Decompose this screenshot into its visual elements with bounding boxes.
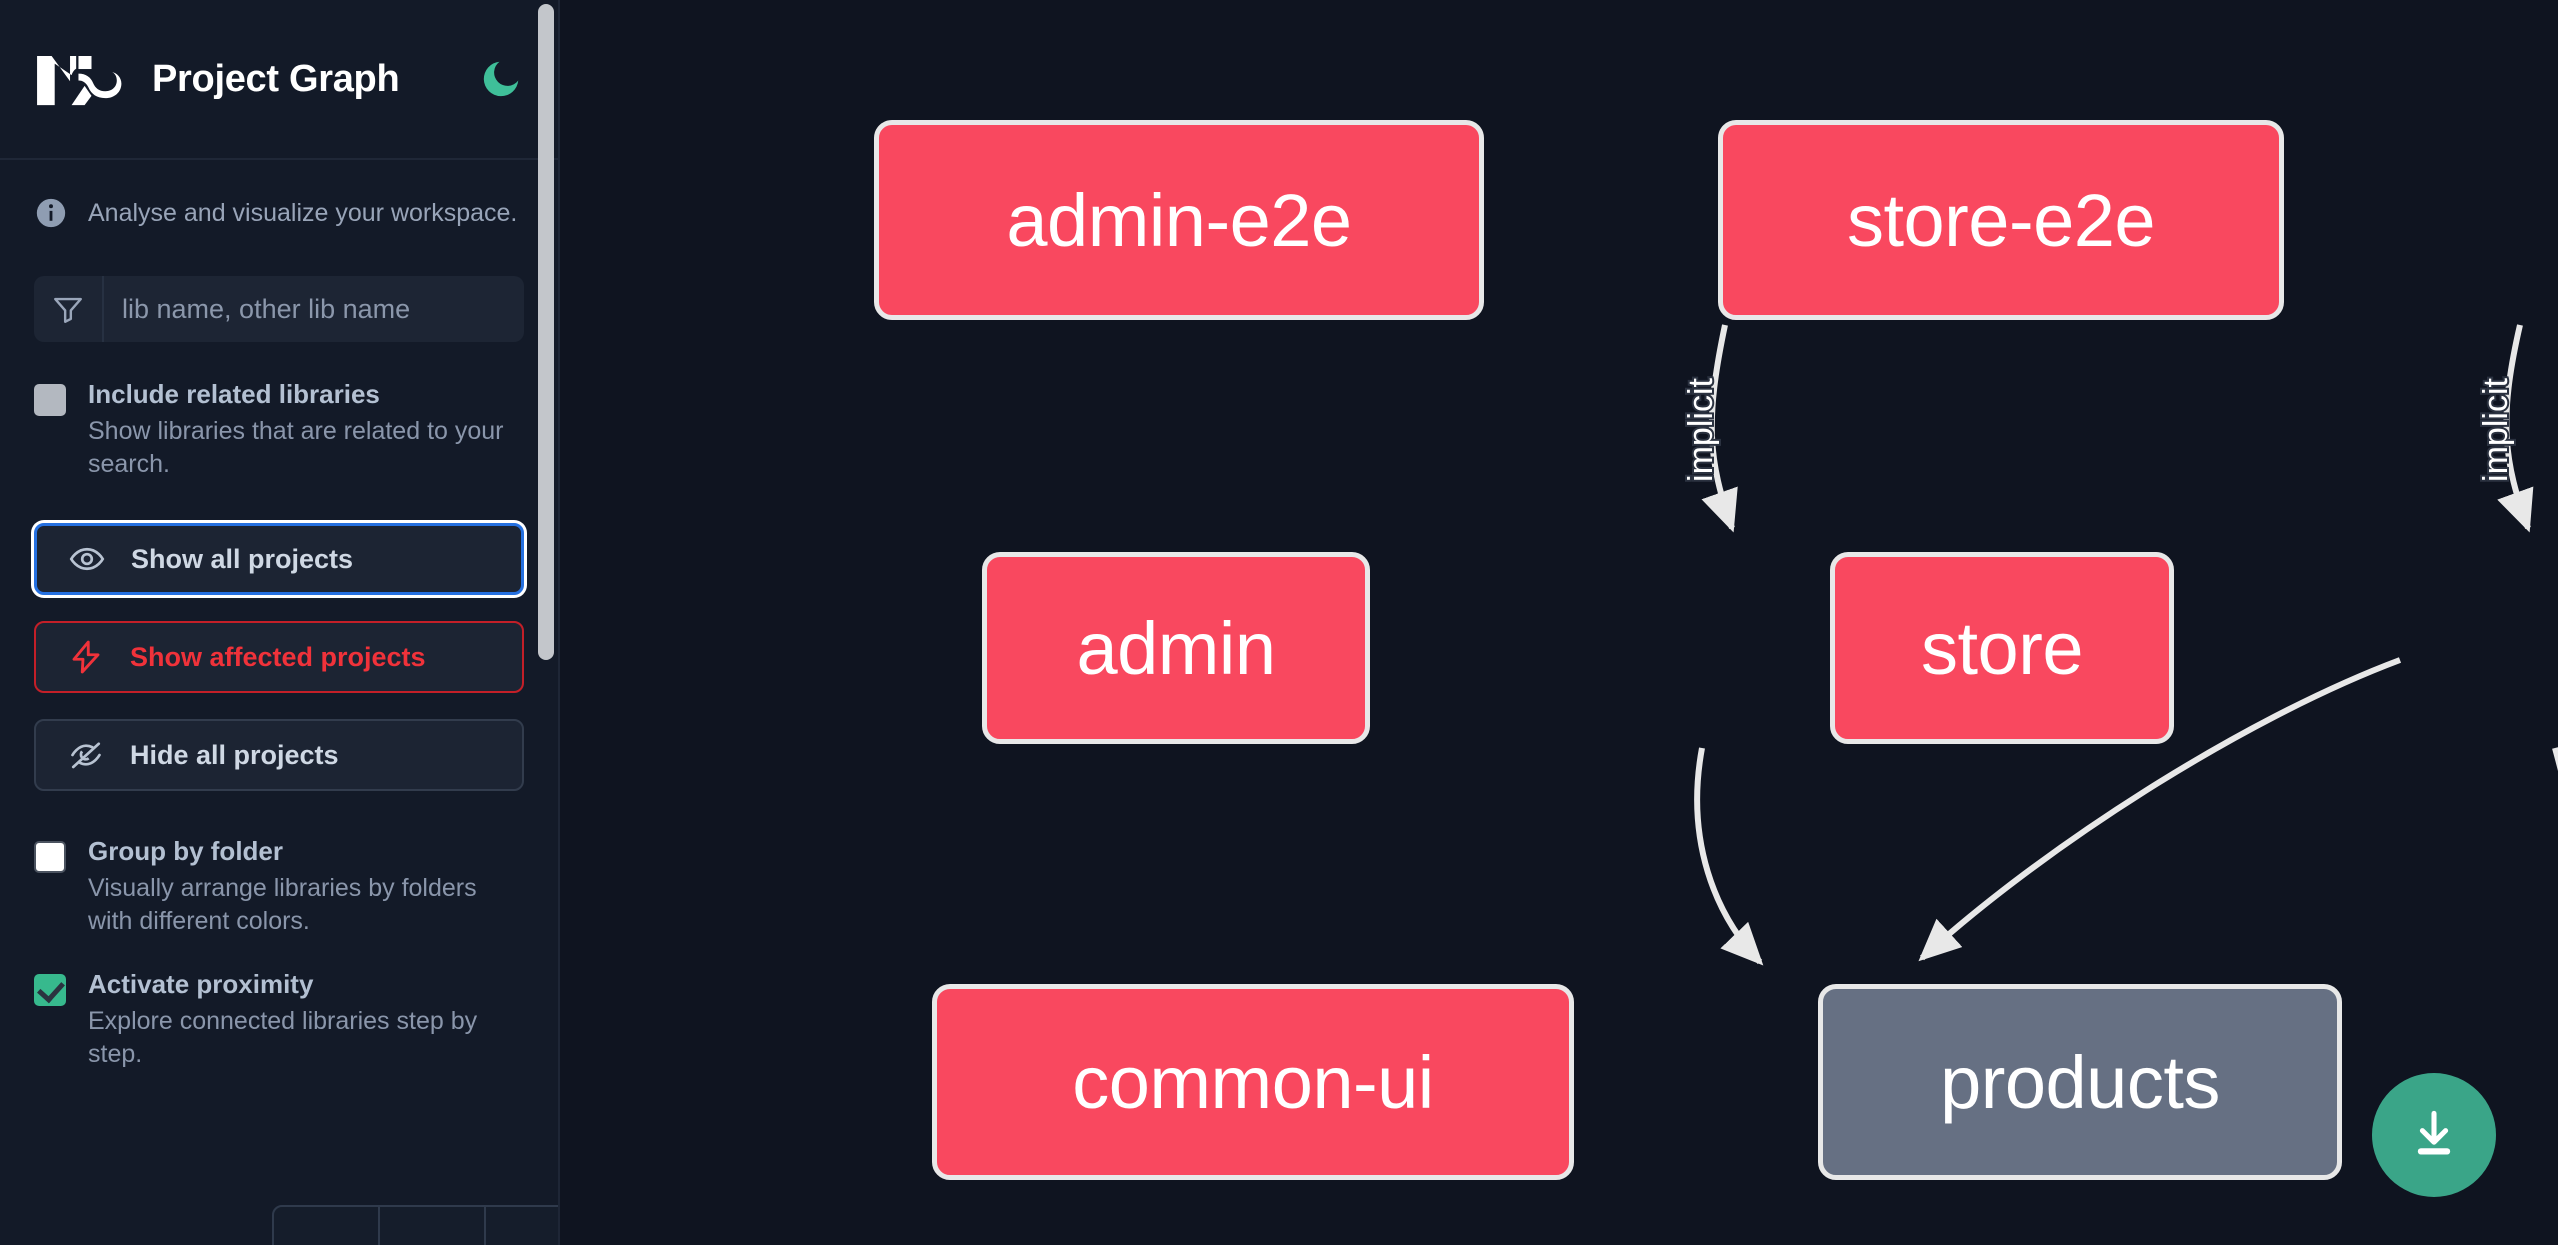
graph-node-products[interactable]: products	[1818, 984, 2342, 1180]
search-input[interactable]	[104, 276, 524, 342]
include-related-libraries-label: Include related libraries	[88, 379, 380, 409]
sidebar-info-text: Analyse and visualize your workspace.	[88, 198, 518, 227]
proximity-step-option-3[interactable]	[486, 1207, 558, 1245]
sidebar-header: Project Graph	[0, 0, 558, 160]
graph-node-store[interactable]: store	[1830, 552, 2174, 744]
activate-proximity-texts: Activate proximity Explore connected lib…	[88, 968, 524, 1071]
eye-off-icon	[66, 735, 106, 775]
graph-node-admin[interactable]: admin	[982, 552, 1370, 744]
graph-node-store-e2e[interactable]: store-e2e	[1718, 120, 2284, 320]
group-by-folder-checkbox[interactable]	[34, 841, 66, 873]
info-icon	[34, 196, 68, 230]
show-all-projects-label: Show all projects	[131, 543, 354, 574]
group-by-folder-description: Visually arrange libraries by folders wi…	[88, 873, 477, 935]
include-related-libraries-checkbox[interactable]	[34, 384, 66, 416]
show-all-projects-button[interactable]: Show all projects	[34, 523, 524, 595]
include-related-libraries-texts: Include related libraries Show libraries…	[88, 378, 524, 481]
checkbox-row-activate-proximity[interactable]: Activate proximity Explore connected lib…	[0, 968, 558, 1071]
edge-label-implicit-1: implicit	[1682, 378, 1720, 482]
edge-label-implicit-2: implicit	[2477, 378, 2515, 482]
activate-proximity-label: Activate proximity	[88, 969, 314, 999]
sidebar-scrollbar[interactable]	[538, 4, 554, 660]
search-field-wrapper[interactable]	[34, 276, 524, 342]
show-affected-projects-label: Show affected projects	[130, 641, 426, 672]
group-by-folder-label: Group by folder	[88, 836, 283, 866]
graph-canvas[interactable]: implicit implicit admin-e2e store-e2e admi…	[560, 0, 2558, 1245]
graph-node-common-ui[interactable]: common-ui	[932, 984, 1574, 1180]
sidebar: Project Graph Analyse and visualize your…	[0, 0, 560, 1245]
include-related-libraries-description: Show libraries that are related to your …	[88, 416, 504, 478]
download-image-button[interactable]	[2372, 1073, 2496, 1197]
filter-icon	[34, 276, 104, 342]
proximity-step-option-1[interactable]	[274, 1207, 380, 1245]
checkbox-row-group-by-folder[interactable]: Group by folder Visually arrange librari…	[0, 835, 558, 938]
hide-all-projects-label: Hide all projects	[130, 739, 339, 770]
checkbox-row-include-related-libraries[interactable]: Include related libraries Show libraries…	[0, 378, 558, 481]
activate-proximity-description: Explore connected libraries step by step…	[88, 1006, 478, 1068]
group-by-folder-texts: Group by folder Visually arrange librari…	[88, 835, 524, 938]
moon-icon[interactable]	[478, 56, 524, 102]
sidebar-info: Analyse and visualize your workspace.	[0, 160, 558, 230]
show-affected-projects-button[interactable]: Show affected projects	[34, 621, 524, 693]
graph-node-admin-e2e[interactable]: admin-e2e	[874, 120, 1484, 320]
lightning-bolt-icon	[66, 637, 106, 677]
project-visibility-buttons: Show all projects Show affected projects	[34, 523, 524, 791]
page-title: Project Graph	[152, 57, 400, 100]
activate-proximity-checkbox[interactable]	[34, 974, 66, 1006]
download-icon	[2405, 1105, 2463, 1166]
nx-logo-icon	[34, 48, 126, 110]
hide-all-projects-button[interactable]: Hide all projects	[34, 719, 524, 791]
eye-icon	[67, 539, 107, 579]
proximity-step-option-2[interactable]	[380, 1207, 486, 1245]
proximity-step-segmented-control[interactable]	[272, 1205, 558, 1245]
